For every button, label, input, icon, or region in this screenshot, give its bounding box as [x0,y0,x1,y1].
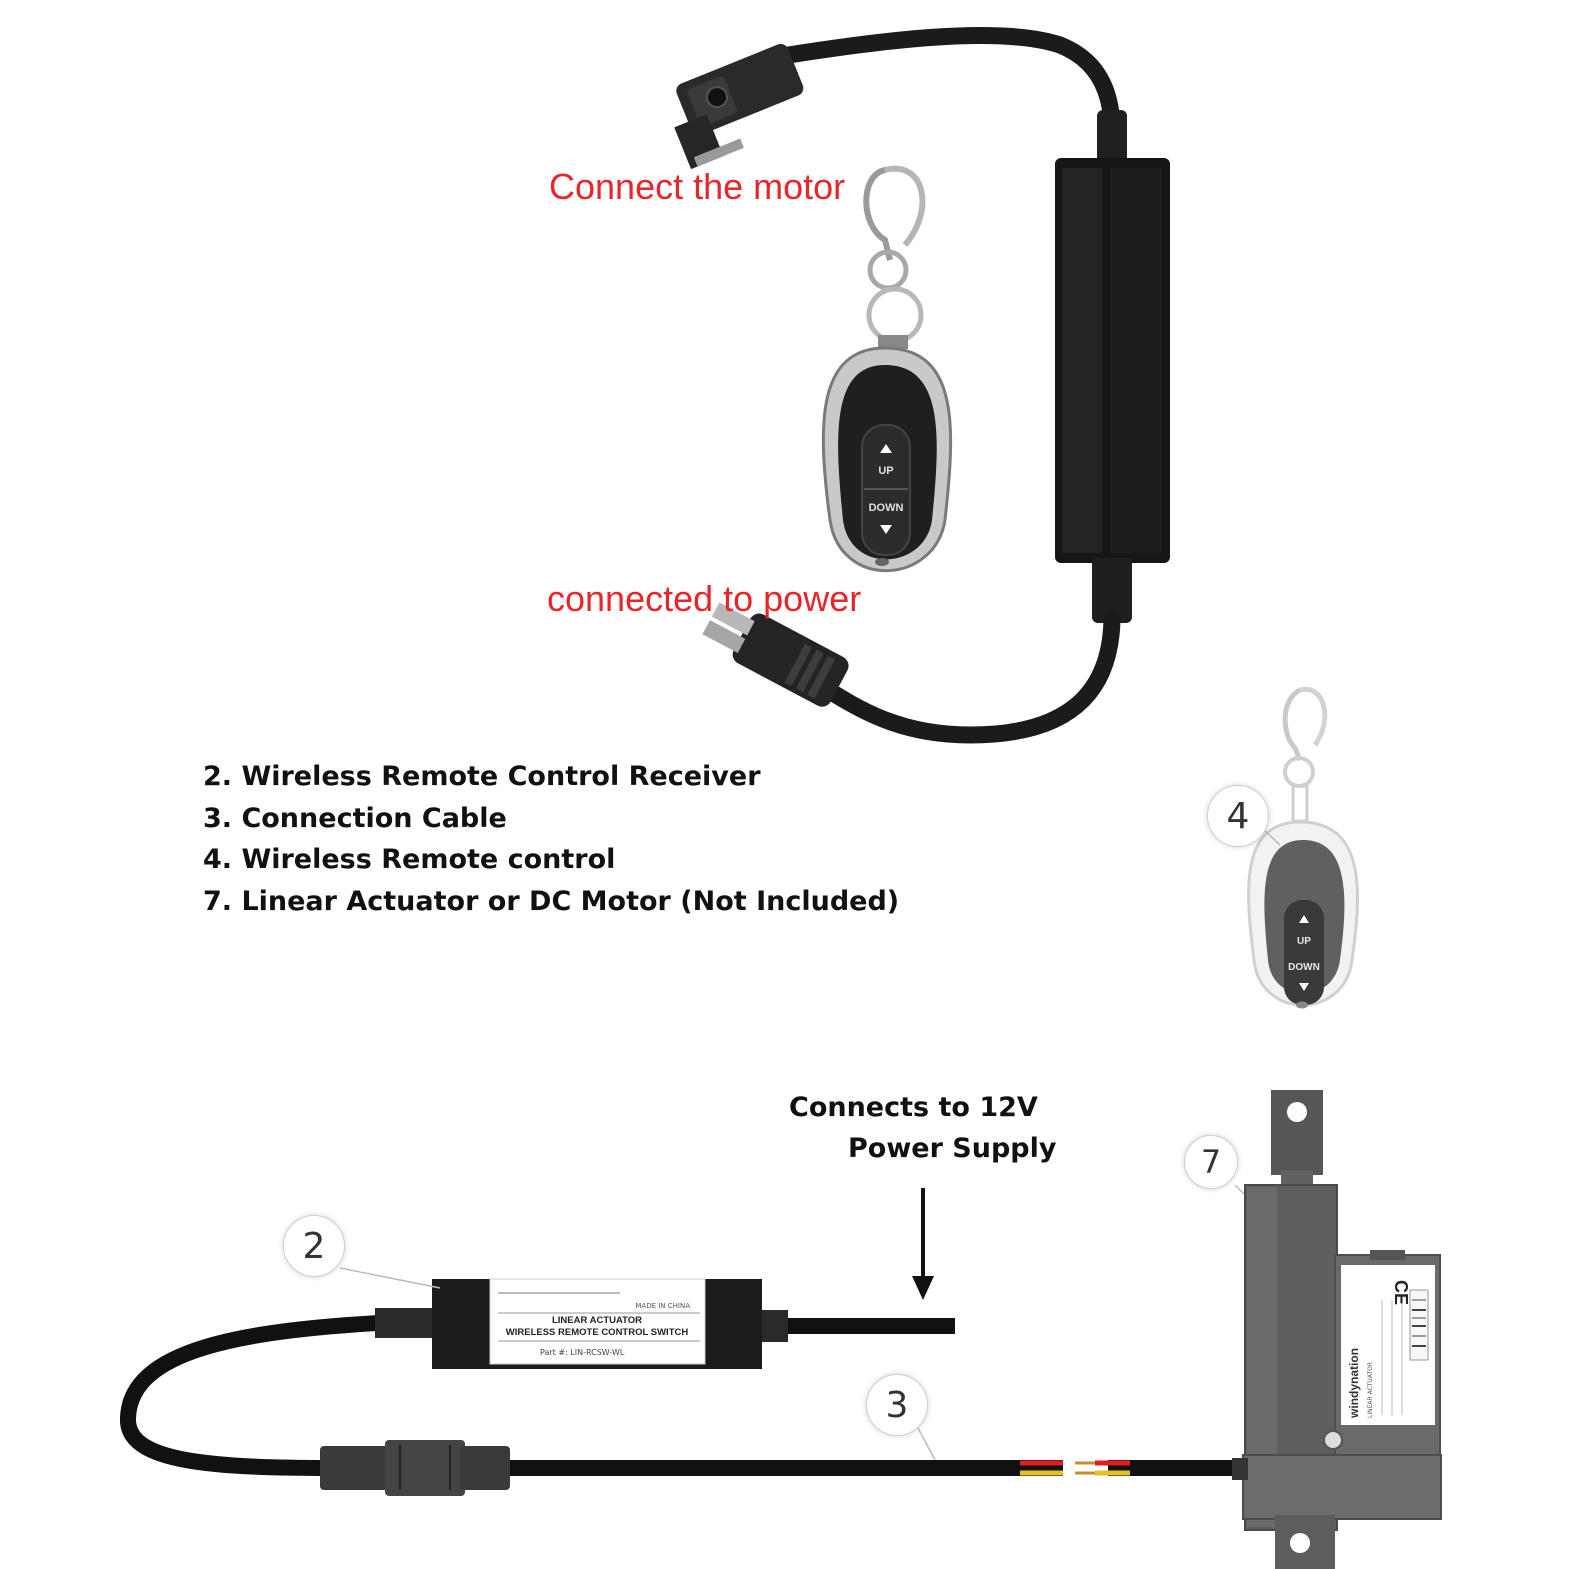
inline-connector-left [320,1446,390,1490]
top-remote: UP DOWN [821,165,953,573]
legend-item: 2. Wireless Remote Control Receiver [203,761,761,792]
power-plug [702,602,849,707]
receiver-label-line1: LINEAR ACTUATOR [552,1315,642,1326]
top-receiver-assembly [674,26,1170,744]
badge-receiver: 2 [283,1215,345,1277]
legend-item: 4. Wireless Remote control [203,844,616,875]
small-remote-up-label: UP [1297,936,1311,947]
power-note-line1: Connects to 12V [789,1092,1038,1123]
remote-down-label: DOWN [869,502,904,514]
connect-motor-label: Connect the motor [549,166,846,207]
loop-cable [120,1314,432,1476]
inline-connector-right [460,1446,510,1490]
badge-remote: 4 [1207,785,1269,847]
receiver-made-in: MADE IN CHINA [635,1302,690,1310]
power-note-line2: Power Supply [848,1133,1057,1164]
legend-item: 7. Linear Actuator or DC Motor (Not Incl… [203,885,900,917]
bottom-wiring-diagram: MADE IN CHINA LINEAR ACTUATOR WIRELESS R… [120,827,1281,1496]
linear-actuator: windynation LINEAR ACTUATOR CE [1232,1090,1442,1569]
inline-connector-body [385,1440,465,1496]
remote-up-label: UP [878,465,893,477]
power-cable [811,611,1121,744]
legend-item: 3. Connection Cable [203,802,507,834]
motor-cable [761,26,1122,169]
power-arrow-head [912,1276,934,1300]
badge-actuator: 7 [1184,1135,1238,1189]
strain-relief-top [1097,110,1127,165]
small-remote-down-label: DOWN [1288,962,1320,973]
strain-relief-bottom [1092,558,1132,623]
motor-connector [674,43,804,170]
receiver-part-number: Part #: LIN-RCSW-WL [540,1348,625,1357]
illustrated-remote: UP DOWN [1247,686,1359,1009]
actuator-brand: windynation [1347,1348,1361,1419]
connect-power-label: connected to power [547,578,862,619]
badge-cable: 3 [866,1374,928,1436]
receiver-label-line2: WIRELESS REMOTE CONTROL SWITCH [506,1327,689,1338]
parts-legend: 2. Wireless Remote Control Receiver 3. C… [203,756,899,922]
actuator-title: LINEAR ACTUATOR [1367,1362,1374,1418]
svg-text:CE: CE [1391,1280,1411,1305]
